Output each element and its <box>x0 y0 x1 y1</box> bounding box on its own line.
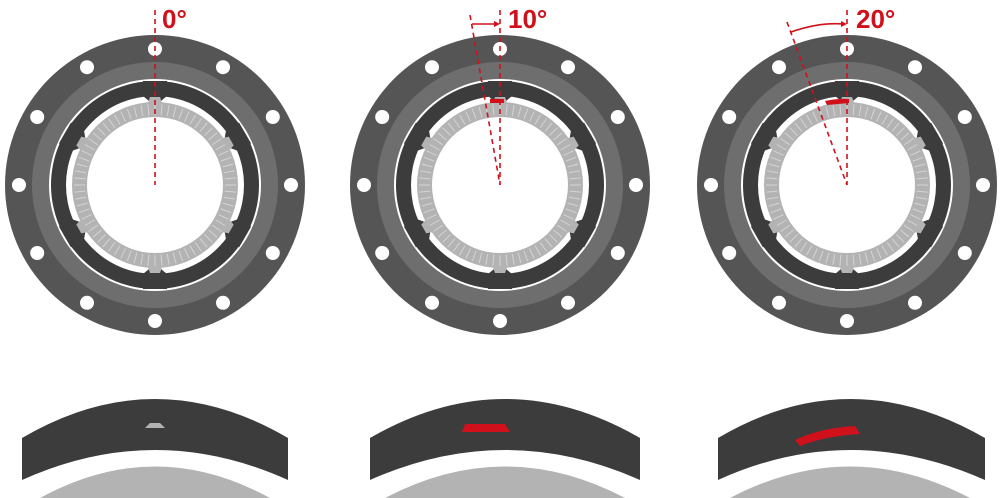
angle-label-0: 0° <box>162 4 187 34</box>
bearing-10deg <box>350 10 650 335</box>
detail-10deg <box>370 399 640 498</box>
detail-20deg <box>718 399 985 498</box>
bearing-20deg <box>697 10 997 335</box>
angle-label-20: 20° <box>856 4 896 34</box>
detail-0deg <box>22 399 288 498</box>
angle-label-10: 10° <box>508 4 548 34</box>
bearing-0deg <box>5 10 305 335</box>
